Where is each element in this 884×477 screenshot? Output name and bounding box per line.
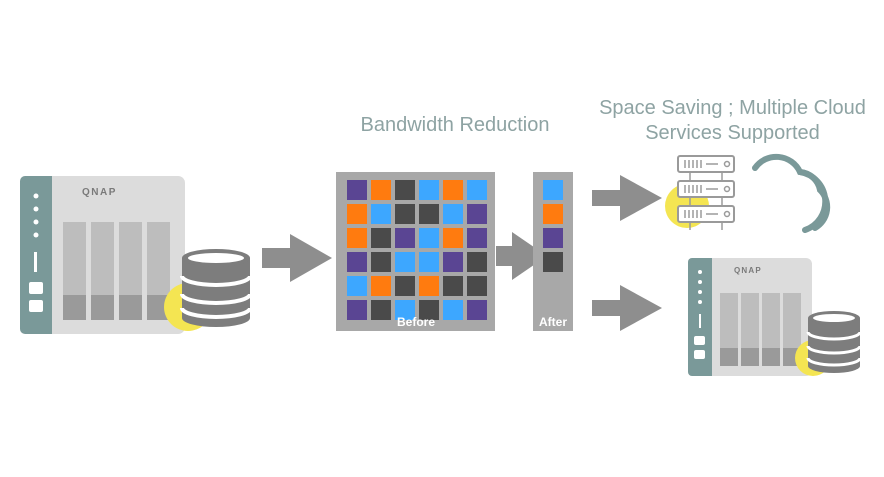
before-block [419,300,439,320]
target-database-icon [795,311,862,376]
before-block [467,276,487,296]
before-block [347,180,367,200]
before-block [347,204,367,224]
before-block [395,300,415,320]
source-nas-icon: QNAP [20,176,185,334]
before-block [443,252,463,272]
arrow-right-icon [592,285,662,331]
before-block [467,300,487,320]
before-block [395,180,415,200]
before-block [371,180,391,200]
before-block [395,228,415,248]
before-block [371,276,391,296]
before-block [395,252,415,272]
after-block [543,180,563,200]
source-nas-brand: QNAP [82,187,117,198]
target-nas-icon: QNAP [688,258,812,376]
before-block [395,204,415,224]
before-block [467,204,487,224]
arrow-right-icon [496,232,547,280]
after-block [543,252,563,272]
before-block [443,204,463,224]
before-block [347,252,367,272]
before-block [443,180,463,200]
target-nas-brand: QNAP [734,266,762,275]
space-saving-caption-line2: Services Supported [645,122,820,144]
before-block [467,252,487,272]
server-rack-icon [665,155,735,230]
source-database-icon [164,249,252,331]
before-block [371,252,391,272]
after-block [543,204,563,224]
before-block [443,228,463,248]
bandwidth-reduction-caption: Bandwidth Reduction [360,114,550,136]
before-block [371,300,391,320]
before-label: Before [397,315,435,329]
before-block [347,276,367,296]
arrow-right-icon [592,175,662,221]
before-grid [347,180,487,320]
before-block [347,228,367,248]
before-block [443,276,463,296]
before-block [371,204,391,224]
space-saving-caption: Space Saving ; Multiple Cloud Services S… [580,96,884,146]
before-block [347,300,367,320]
before-block [419,180,439,200]
before-block [419,204,439,224]
before-block [467,180,487,200]
arrow-right-icon [262,234,332,282]
before-block [443,300,463,320]
after-panel: After [533,172,573,331]
before-block [419,228,439,248]
before-block [419,252,439,272]
after-label: After [539,315,567,329]
before-block [395,276,415,296]
before-block [419,276,439,296]
before-block [371,228,391,248]
cloud-icon [752,153,831,233]
after-blocks [543,180,563,272]
before-block [467,228,487,248]
before-panel: Before [336,172,495,331]
after-block [543,228,563,248]
space-saving-caption-line1: Space Saving ; Multiple Cloud [599,97,866,119]
